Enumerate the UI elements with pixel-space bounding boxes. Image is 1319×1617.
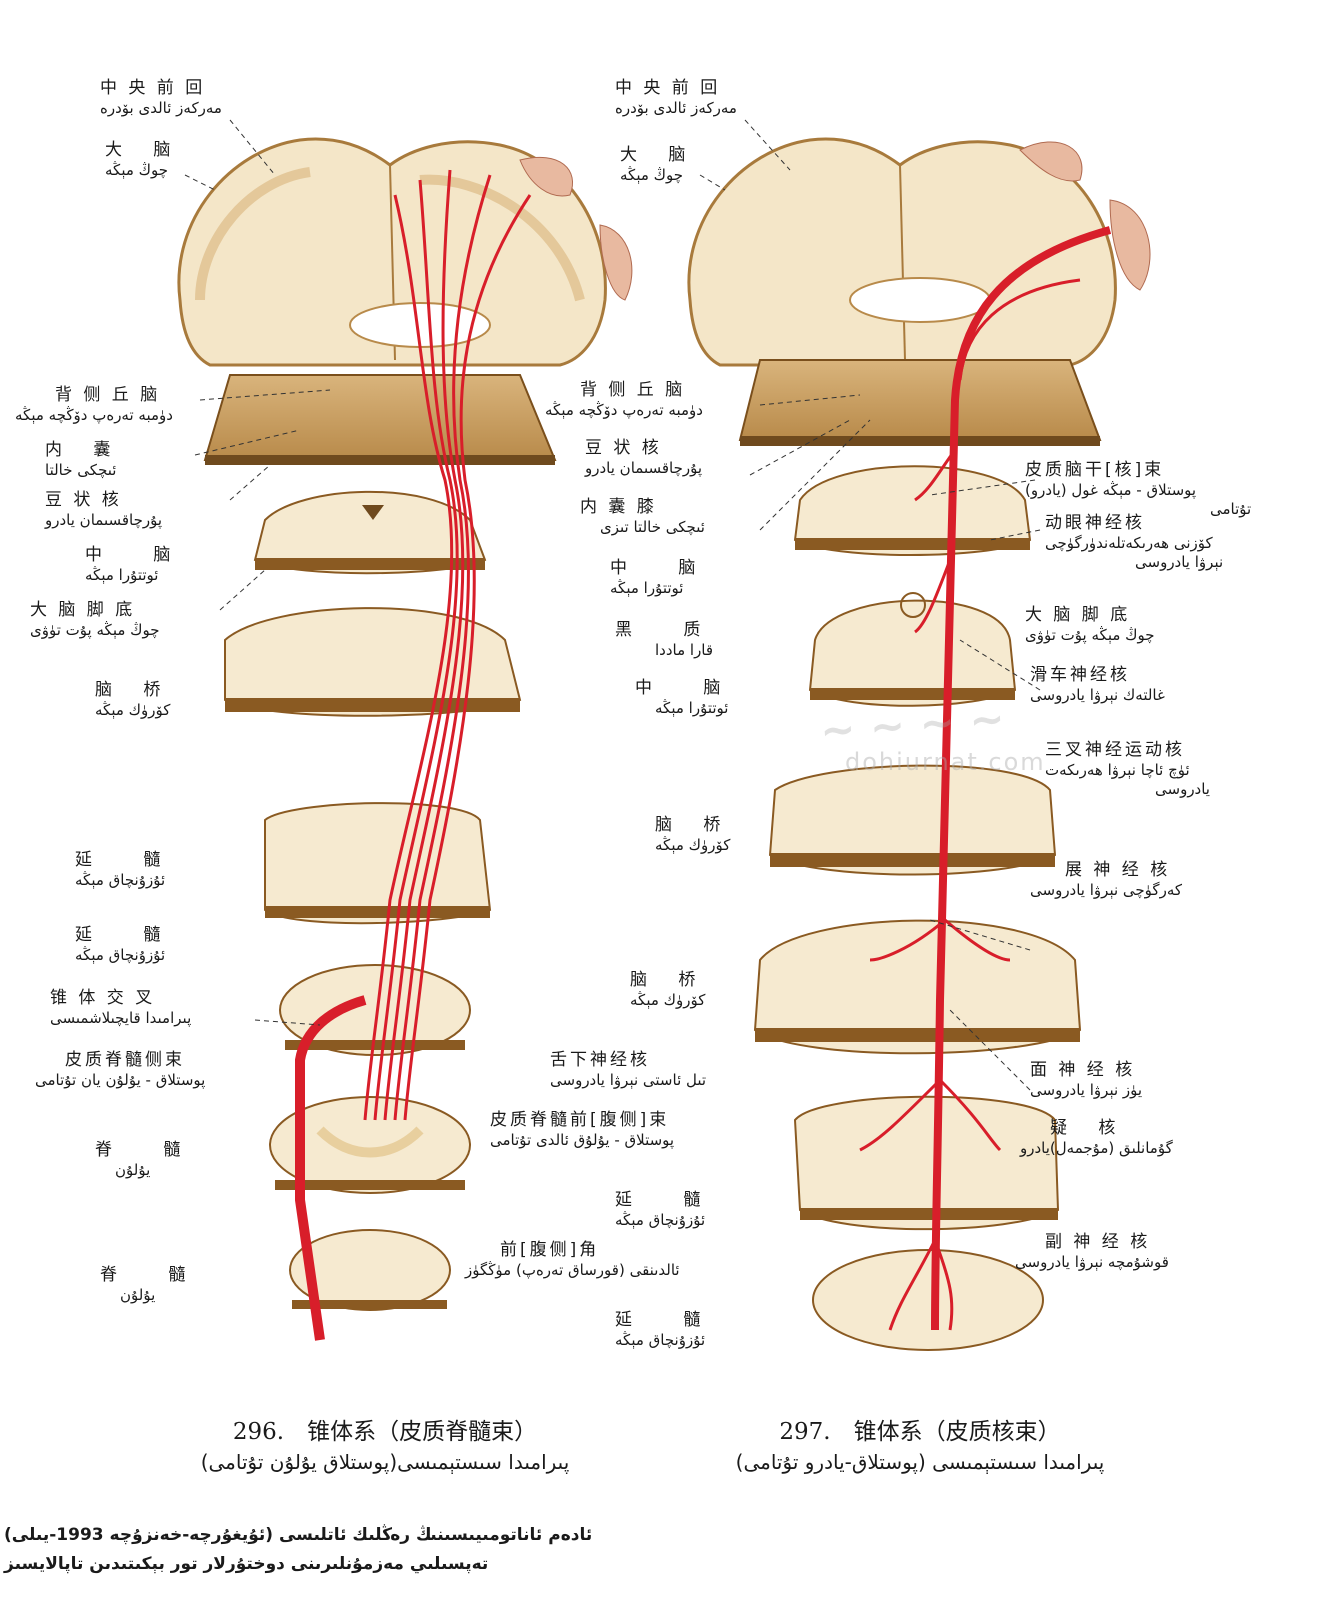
caption-296: 296. 锥体系（皮质脊髓束）پىرامىدا سىستېمىسى(پوستلا… [200,1419,570,1474]
footer-line-1: ئادەم ئاناتومىيىسىنىڭ رەڭلىك ئاتلىسى (ئۇ… [4,1525,593,1545]
pons-section-297-b [753,919,1082,1055]
corticospinal-tract-296 [295,169,532,1341]
corticonuclear-tract-297 [859,226,1112,1331]
medulla-section-297-a [793,1095,1060,1231]
footer-line-2: تەپسىلىي مەزمۇنلىرىنى دوختۇرلار تور بېكى… [4,1554,489,1574]
midbrain-section-297-b [808,592,1017,707]
spinal-section-296-b [289,1229,451,1311]
medulla-section-296-a [264,802,492,925]
watermark-text: dohiurnat.com [845,748,1046,776]
spinal-section-296-a [269,1096,471,1194]
pons-section-296 [224,607,522,717]
midbrain-section-297-a [793,465,1032,556]
thalamus-slab-297 [738,359,1102,441]
leaders-296 [184,119,331,1026]
caption-297: 297. 锥体系（皮质核束）پىرامىدا سىستېمىسى (پوستلا… [735,1419,1105,1474]
midbrain-section-296 [253,490,487,575]
medulla-section-297-b [812,1249,1044,1351]
medulla-section-296-b [279,964,471,1056]
figure-297-drawing [687,119,1151,1351]
leaders-297 [699,119,1041,1091]
figure-296-drawing [177,119,633,1341]
thalamus-slab-296 [203,374,557,461]
pons-section-297-a [768,764,1057,876]
